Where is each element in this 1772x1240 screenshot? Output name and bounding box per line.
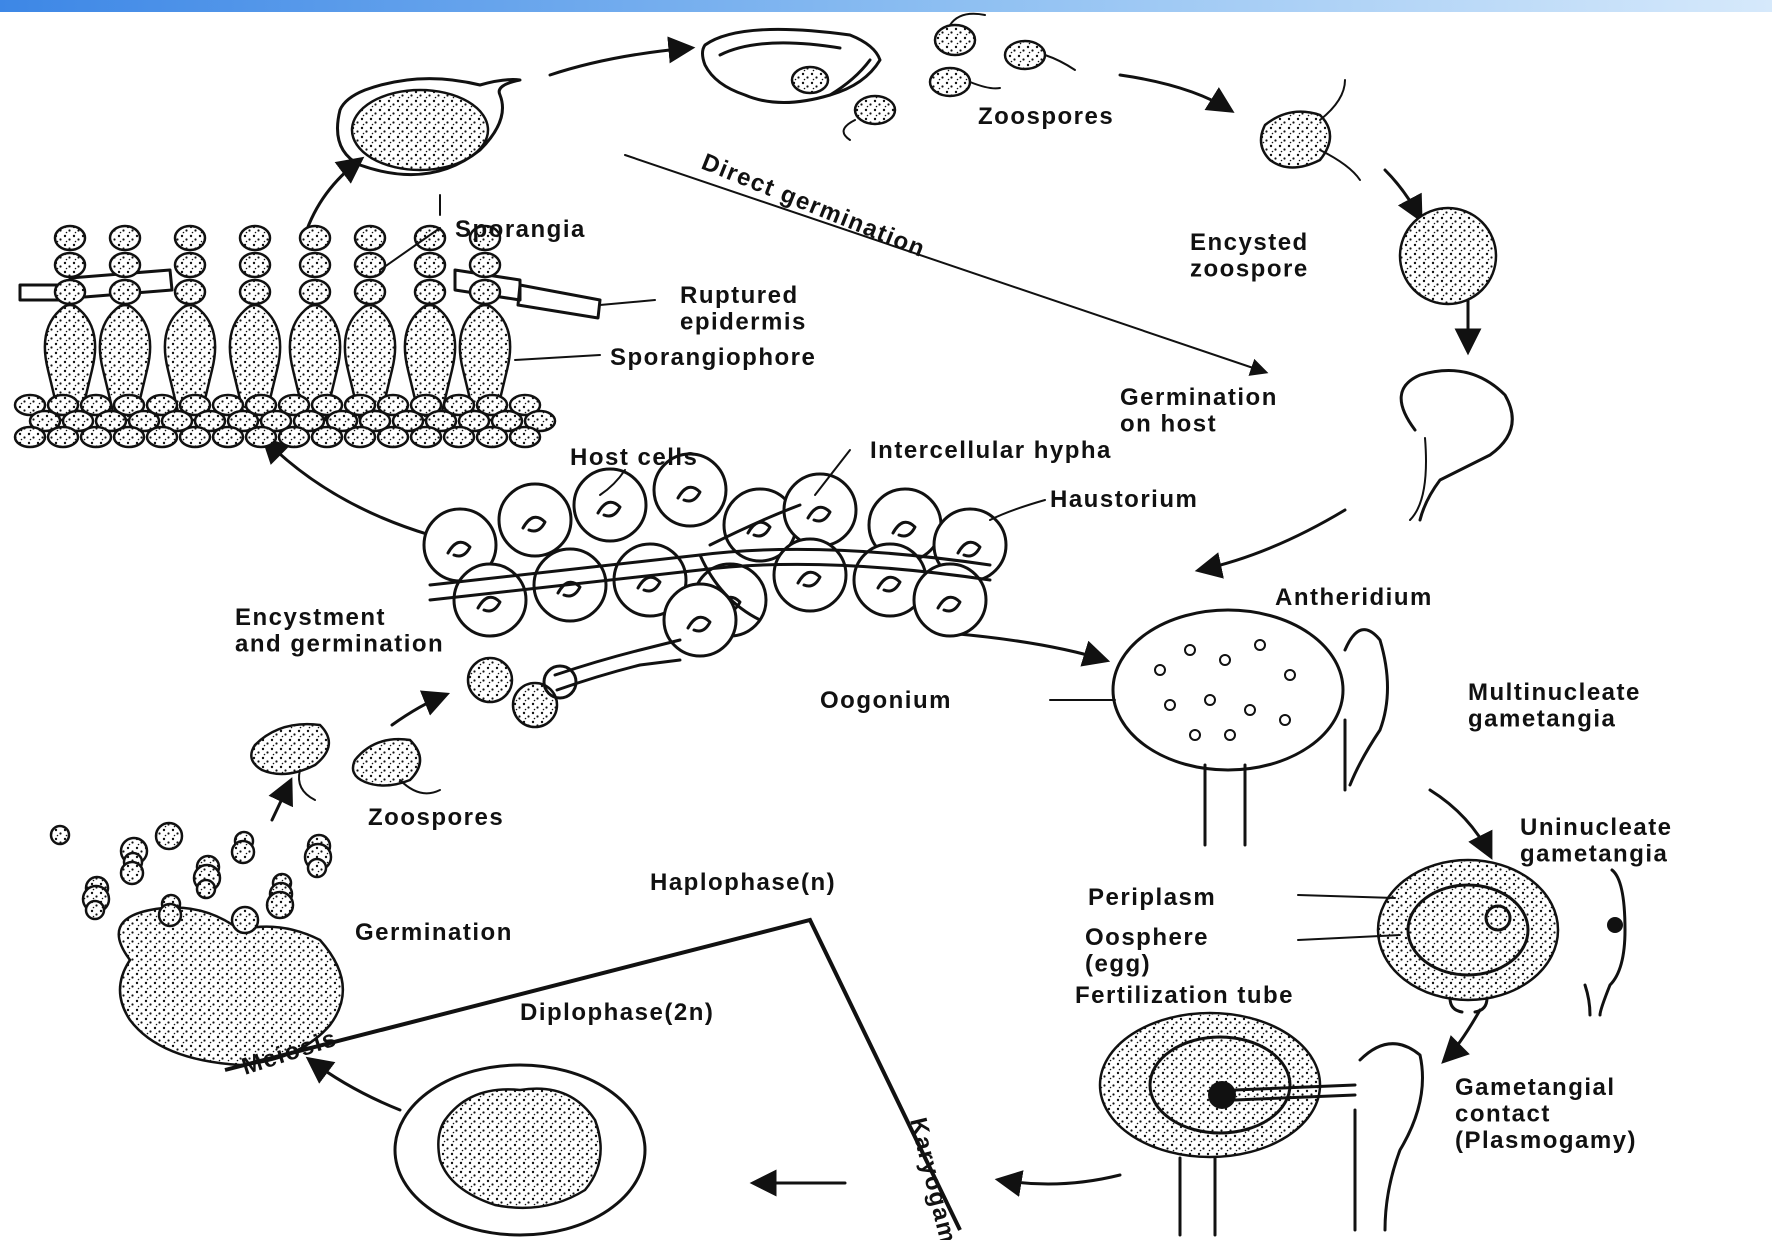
label-oosphere: Oosphere(egg) xyxy=(1085,924,1209,977)
label-sporangiophore: Sporangiophore xyxy=(610,344,816,371)
sporangiophore-stalk xyxy=(290,226,340,420)
sporangiophore-stalk xyxy=(100,226,150,420)
sporangiophores-on-leaf xyxy=(15,226,600,447)
sporangiophore-stalk xyxy=(165,226,215,420)
oogonium-antheridium xyxy=(1113,610,1388,845)
arrow-oospore-to-meiosis xyxy=(310,1060,400,1110)
arrow-to-sporangium xyxy=(305,160,360,235)
oospore-in-oogonium xyxy=(395,1065,645,1235)
encysted-zoospore xyxy=(1400,208,1496,304)
label-haustorium: Haustorium xyxy=(1050,486,1198,513)
arrow-germination-to-zoospores xyxy=(272,782,290,820)
arrow-to-plasmogamy xyxy=(1445,1010,1480,1060)
sporangium xyxy=(338,79,521,175)
gametangial-contact xyxy=(1100,1013,1423,1235)
label-germination: Germination xyxy=(355,919,513,946)
label-oogonium: Oogonium xyxy=(820,687,952,714)
label-haplophase: Haplophase(n) xyxy=(650,869,836,896)
label-direct-germination: Direct germination xyxy=(698,149,930,264)
arrow-plasmogamy-to-zygote xyxy=(1000,1175,1120,1184)
arrow-sporangium-to-zoospores xyxy=(550,48,690,75)
arrow-host-to-oogonium xyxy=(935,632,1105,660)
host-cell xyxy=(784,474,856,546)
label-sporangia: Sporangia xyxy=(455,216,586,243)
direct-germination-line xyxy=(625,155,1265,372)
label-zoospores-top: Zoospores xyxy=(978,103,1114,130)
label-intercellular-hypha: Intercellular hypha xyxy=(870,437,1112,464)
arrow-germling-to-host xyxy=(1200,510,1345,570)
zoospores-bottom xyxy=(251,724,440,800)
arrow-to-encysted xyxy=(1385,170,1420,218)
label-zoospores-bottom: Zoospores xyxy=(368,804,504,831)
label-karyogamy: Karyogamy xyxy=(904,1115,965,1240)
host-cell xyxy=(574,469,646,541)
arrow-zoospores-to-swimming xyxy=(1120,75,1230,110)
sporangiophore-stalk xyxy=(405,226,455,420)
label-periplasm: Periplasm xyxy=(1088,884,1216,911)
sporangiophore-stalk xyxy=(45,226,95,420)
sporangiophore-stalk xyxy=(345,226,395,420)
germinating-zoospore xyxy=(1401,371,1512,521)
arrow-host-to-sporangiophore xyxy=(265,440,430,535)
label-antheridium: Antheridium xyxy=(1275,584,1433,611)
sporangiophore-stalk xyxy=(460,226,510,420)
sporangiophore-stalk xyxy=(230,226,280,420)
label-diplophase: Diplophase(2n) xyxy=(520,999,714,1026)
arrow-to-uninucleate xyxy=(1430,790,1490,855)
label-fertilization-tube: Fertilization tube xyxy=(1075,982,1294,1009)
uninucleate-gametangia xyxy=(1378,860,1625,1015)
arrow-zoospores-to-encystment xyxy=(392,695,445,725)
host-cells-with-hypha xyxy=(424,454,1006,656)
host-cell xyxy=(499,484,571,556)
label-host-cells: Host cells xyxy=(570,444,698,471)
germinating-oospore xyxy=(51,823,343,1065)
encystment-germination xyxy=(468,640,680,727)
swimming-zoospore xyxy=(1261,80,1360,180)
